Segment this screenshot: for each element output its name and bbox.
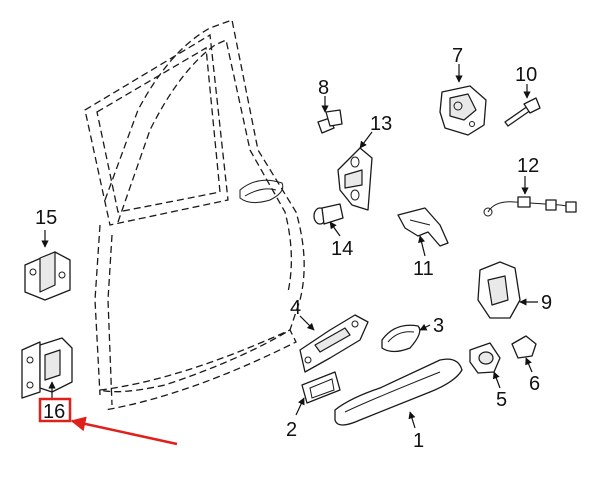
callout-5: 5 xyxy=(496,389,507,411)
callout-6: 6 xyxy=(529,373,540,395)
part-11-inner-handle xyxy=(397,207,449,247)
callout-11: 11 xyxy=(413,258,434,280)
part-16-lower-hinge xyxy=(21,337,73,399)
part-2-handle-gasket xyxy=(301,371,341,404)
highlight-box xyxy=(38,397,72,423)
highlight-16 xyxy=(38,397,178,446)
callout-4: 4 xyxy=(290,297,301,319)
callout-14: 14 xyxy=(331,238,353,260)
part-14-pin xyxy=(313,203,344,225)
part-15-upper-hinge xyxy=(24,251,71,301)
callout-3: 3 xyxy=(433,315,444,337)
part-10-lock-knob xyxy=(504,97,541,127)
callout-9: 9 xyxy=(541,292,552,314)
part-8-bolt xyxy=(317,109,343,134)
part-4-handle-bracket xyxy=(299,314,369,373)
part-1-outside-handle xyxy=(334,358,463,426)
callout-12: 12 xyxy=(517,155,539,177)
rear-door-outline xyxy=(84,19,305,411)
part-6-trim-cap xyxy=(511,335,537,359)
part-5-cap xyxy=(469,342,501,374)
callout-16: 16 xyxy=(43,401,65,423)
callout-15: 15 xyxy=(35,207,57,229)
part-3-gasket xyxy=(381,324,421,353)
highlight-arrow xyxy=(70,416,178,446)
callout-13: 13 xyxy=(370,113,392,135)
callout-labels: 1 2 3 4 5 6 7 8 9 10 11 12 13 14 15 16 xyxy=(35,45,552,452)
leader-arrows xyxy=(41,64,538,429)
callout-7: 7 xyxy=(452,45,463,67)
callout-8: 8 xyxy=(318,77,329,99)
part-7-latch xyxy=(439,85,487,136)
part-13-striker xyxy=(337,147,373,211)
part-12-cable xyxy=(483,196,577,217)
callout-2: 2 xyxy=(286,419,297,441)
part-9-lock-cover xyxy=(477,261,521,319)
callout-10: 10 xyxy=(515,64,537,86)
callout-1: 1 xyxy=(413,430,424,452)
